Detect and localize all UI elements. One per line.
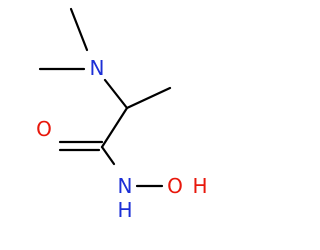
atom-label-oxygen-hydroxyl: O — [167, 174, 183, 198]
bond-n-methyl-upper — [69, 7, 89, 52]
atom-label-hydrogen-hydroxyl: H — [192, 174, 207, 198]
bond-carbonyl-amide-n — [100, 145, 116, 166]
atom-label-nitrogen-amine: N — [90, 56, 105, 80]
atom-label-nitrogen-amide: N — [118, 174, 133, 198]
molecule-structure: N O N O H H — [36, 7, 208, 222]
bond-alpha-carbonyl — [100, 106, 129, 149]
bond-n-alpha-carbon — [103, 78, 129, 110]
bond-alpha-methyl — [125, 86, 172, 110]
atom-label-oxygen-carbonyl: O — [36, 117, 52, 141]
atom-label-hydrogen-amide: H — [117, 198, 132, 222]
